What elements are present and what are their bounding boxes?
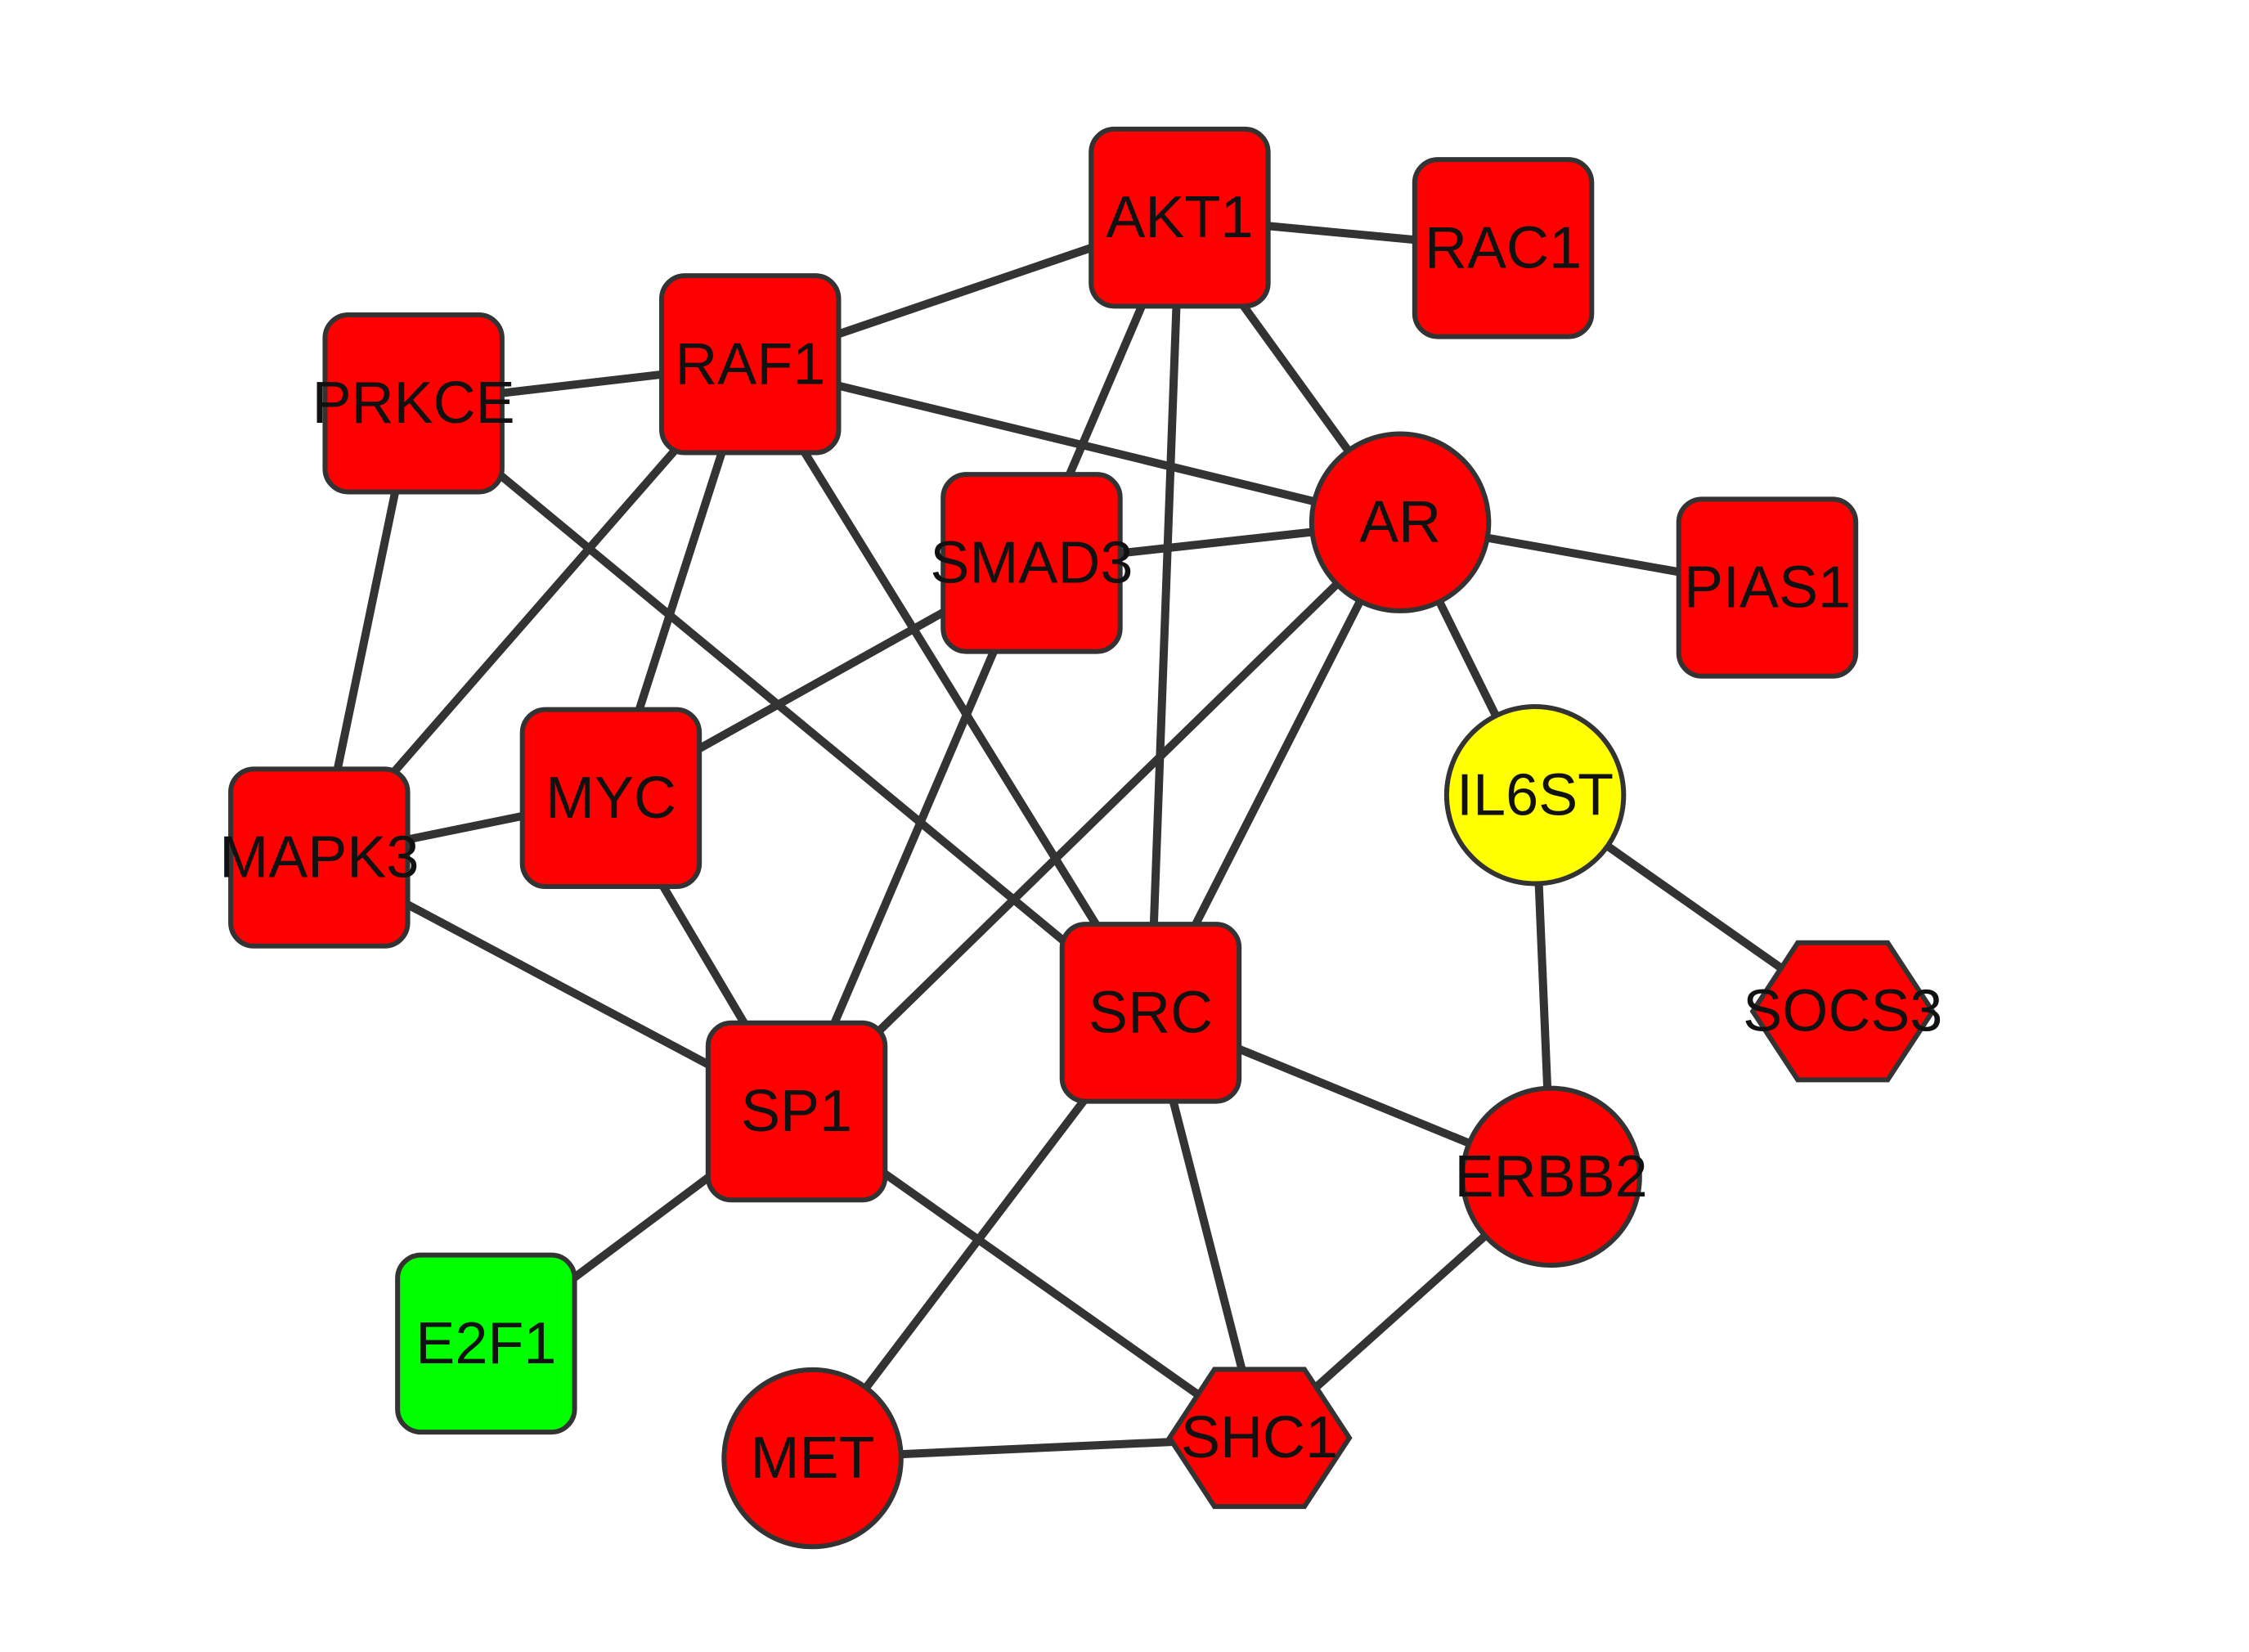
node-src: SRC [1059,922,1242,1104]
node-ar: AR [1309,431,1492,613]
node-shape-rounded-square [659,273,842,456]
node-shape-rounded-square [1412,157,1595,339]
node-label: MAPK3 [219,825,419,891]
node-prkce: PRKCE [312,312,515,495]
node-erbb2: ERBB2 [1455,1085,1648,1268]
node-socs3: SOCS3 [1743,940,1942,1083]
node-label: SHC1 [1181,1405,1338,1470]
node-shape-hexagon [1749,940,1936,1083]
node-label: SOCS3 [1743,979,1942,1044]
node-shape-circle [1460,1085,1642,1268]
node-met: MET [721,1367,904,1550]
node-shape-rounded-square [1059,922,1242,1104]
node-label: E2F1 [415,1311,556,1376]
edge-akt1-src [1146,213,1184,1017]
node-akt1: AKT1 [1089,126,1271,309]
node-smad3: SMAD3 [930,472,1133,654]
node-shc1: SHC1 [1166,1367,1353,1510]
node-shape-circle [721,1367,904,1550]
node-e2f1: E2F1 [395,1252,577,1435]
node-pias1: PIAS1 [1676,496,1859,679]
node-shape-rounded-square [395,1252,577,1435]
edge-ar-sp1 [792,518,1405,1116]
node-label: AR [1359,490,1441,555]
node-shape-rounded-square [1089,126,1271,309]
node-shape-rounded-square [940,472,1123,654]
node-shape-rounded-square [519,707,703,890]
node-shape-hexagon [1166,1367,1353,1510]
node-shape-circle [1443,704,1627,887]
node-shape-circle [1309,431,1492,613]
edge-prkce-src [409,399,1155,1017]
edge-raf1-ar [746,360,1405,527]
node-label: SMAD3 [930,530,1133,595]
node-shape-rounded-square [705,1020,888,1203]
node-shape-rounded-square [322,312,505,495]
node-label: PIAS1 [1684,555,1851,621]
node-label: IL6ST [1457,762,1614,828]
node-myc: MYC [519,707,703,890]
node-label: SRC [1089,980,1213,1045]
edge-raf1-src [746,360,1155,1017]
node-rac1: RAC1 [1412,157,1595,339]
node-mapk3: MAPK3 [219,766,419,949]
node-il6st: IL6ST [1443,704,1627,887]
node-label: MET [751,1425,875,1491]
node-sp1: SP1 [705,1020,888,1203]
node-shape-rounded-square [1676,496,1859,679]
node-label: RAF1 [675,331,825,397]
node-label: AKT1 [1106,185,1253,250]
node-label: PRKCE [312,370,515,436]
node-raf1: RAF1 [659,273,842,456]
node-label: MYC [545,765,676,831]
node-label: SP1 [741,1079,852,1144]
node-label: ERBB2 [1455,1144,1648,1210]
edge-smad3-sp1 [792,559,1036,1116]
node-label: RAC1 [1425,215,1582,281]
node-shape-rounded-square [228,766,411,949]
